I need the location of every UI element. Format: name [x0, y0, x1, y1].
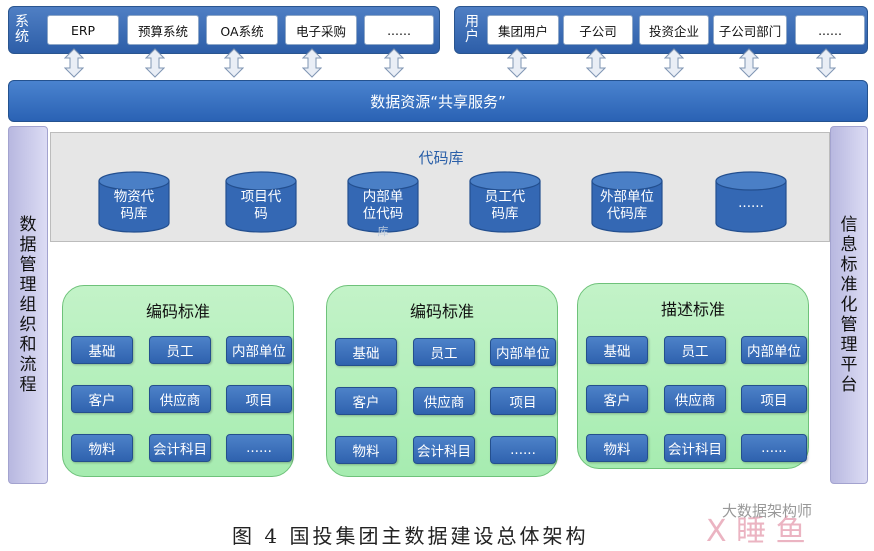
- double-arrow-icon: [585, 48, 607, 78]
- systems-panel-label: 系统: [15, 14, 29, 45]
- double-arrow-icon: [738, 48, 760, 78]
- code-library-label-line: 码库: [120, 206, 148, 222]
- standard-group-title: 编码标准: [409, 302, 474, 321]
- system-item-oa[interactable]: OA系统: [206, 15, 278, 45]
- double-arrow-icon: [63, 48, 85, 78]
- code-library-cylinder-label: 外部单位代码库: [595, 189, 659, 223]
- code-library-label-line: 代码库: [606, 206, 648, 222]
- double-arrow-icon: [301, 48, 323, 78]
- code-library-label-line: 项目代: [240, 189, 282, 205]
- standard-item-button[interactable]: 会计科目: [149, 434, 211, 462]
- standard-item-button[interactable]: 物料: [335, 436, 397, 464]
- code-library-label-line: 内部单: [362, 189, 404, 205]
- code-library-cylinder-label: 项目代码: [229, 189, 293, 223]
- standard-item-button[interactable]: 物料: [71, 434, 133, 462]
- standard-item-button[interactable]: 项目: [490, 387, 556, 415]
- figure-caption: 图 4 国投集团主数据建设总体架构: [232, 524, 589, 548]
- watermark-logo: X 睡 鱼: [706, 514, 806, 549]
- standard-group-title: 编码标准: [145, 302, 210, 321]
- standard-item-button[interactable]: 客户: [335, 387, 397, 415]
- systems-panel: 系统 ERP 预算系统 OA系统 电子采购 ......: [8, 6, 440, 54]
- standard-group-title: 描述标准: [660, 300, 725, 319]
- users-panel-label: 用户: [465, 14, 479, 45]
- user-item-subsidiary[interactable]: 子公司: [563, 15, 633, 45]
- standard-item-button[interactable]: 客户: [586, 385, 648, 413]
- double-arrow-icon: [815, 48, 837, 78]
- code-library-cylinder[interactable]: 项目代码: [225, 171, 297, 233]
- standard-group: 编码标准基础员工内部单位客户供应商项目物料会计科目......: [326, 285, 558, 477]
- double-arrow-icon: [223, 48, 245, 78]
- code-library-cylinder-label: 员工代码库: [473, 189, 537, 223]
- left-sidebar: 数据管理组织和流程: [8, 126, 48, 484]
- code-library-cylinder[interactable]: 员工代码库: [469, 171, 541, 233]
- code-library-panel: 代码库 物资代码库项目代码内部单位代码库员工代码库外部单位代码库......: [50, 132, 830, 242]
- code-library-cylinder[interactable]: ......: [715, 171, 787, 233]
- standard-item-button[interactable]: 会计科目: [413, 436, 475, 464]
- right-sidebar: 信息标准化管理平台: [830, 126, 868, 484]
- code-library-cylinder-label: 物资代码库: [102, 189, 166, 223]
- code-library-label-line: 外部单位: [600, 189, 654, 205]
- standard-item-button[interactable]: ......: [226, 434, 292, 462]
- system-item-budget[interactable]: 预算系统: [127, 15, 199, 45]
- user-item-subsidiary-dept[interactable]: 子公司部门: [713, 15, 787, 45]
- standard-item-button[interactable]: 供应商: [413, 387, 475, 415]
- watermark-text: 大数据架构师: [722, 502, 813, 520]
- standard-item-button[interactable]: 基础: [71, 336, 133, 364]
- user-item-investment[interactable]: 投资企业: [639, 15, 709, 45]
- shared-service-banner: 数据资源“共享服务”: [8, 80, 868, 122]
- standard-item-button[interactable]: ......: [741, 434, 807, 462]
- standard-item-button[interactable]: 员工: [149, 336, 211, 364]
- right-sidebar-text: 信息标准化管理平台: [840, 215, 858, 395]
- left-sidebar-text: 数据管理组织和流程: [19, 215, 37, 395]
- standard-item-button[interactable]: 供应商: [149, 385, 211, 413]
- standard-item-button[interactable]: 供应商: [664, 385, 726, 413]
- standard-item-button[interactable]: 内部单位: [490, 338, 556, 366]
- code-library-label-line: 位代码: [362, 206, 404, 222]
- standard-item-button[interactable]: 基础: [586, 336, 648, 364]
- system-item-erp[interactable]: ERP: [47, 15, 119, 45]
- code-library-label-line: 员工代: [484, 189, 526, 205]
- double-arrow-icon: [663, 48, 685, 78]
- standard-group: 编码标准基础员工内部单位客户供应商项目物料会计科目......: [62, 285, 294, 477]
- standard-group: 描述标准基础员工内部单位客户供应商项目物料会计科目......: [577, 283, 809, 469]
- code-library-label-line: ......: [738, 195, 764, 211]
- double-arrow-icon: [506, 48, 528, 78]
- code-library-cylinder[interactable]: 外部单位代码库: [591, 171, 663, 233]
- double-arrow-icon: [144, 48, 166, 78]
- double-arrow-icon: [383, 48, 405, 78]
- code-library-title: 代码库: [418, 149, 464, 167]
- code-library-label-line: 码库: [491, 206, 519, 222]
- code-library-cylinder-label: ......: [719, 195, 783, 212]
- code-library-label-line: 码: [254, 206, 268, 222]
- user-item-group[interactable]: 集团用户: [487, 15, 559, 45]
- standard-item-button[interactable]: 内部单位: [741, 336, 807, 364]
- standard-item-button[interactable]: 员工: [413, 338, 475, 366]
- users-panel: 用户 集团用户 子公司 投资企业 子公司部门 ......: [454, 6, 868, 54]
- standard-item-button[interactable]: 会计科目: [664, 434, 726, 462]
- standard-item-button[interactable]: 基础: [335, 338, 397, 366]
- standard-item-button[interactable]: 员工: [664, 336, 726, 364]
- banner-text: 数据资源“共享服务”: [370, 92, 506, 111]
- code-library-label-line: 物资代: [113, 189, 155, 205]
- code-library-cylinder-label: 内部单位代码库: [351, 189, 415, 240]
- code-library-cylinder[interactable]: 内部单位代码库: [347, 171, 419, 238]
- standard-item-button[interactable]: ......: [490, 436, 556, 464]
- standard-item-button[interactable]: 项目: [741, 385, 807, 413]
- code-library-cylinder[interactable]: 物资代码库: [98, 171, 170, 233]
- standard-item-button[interactable]: 客户: [71, 385, 133, 413]
- user-item-more[interactable]: ......: [795, 15, 865, 45]
- standard-item-button[interactable]: 物料: [586, 434, 648, 462]
- standard-item-button[interactable]: 内部单位: [226, 336, 292, 364]
- system-item-eprocurement[interactable]: 电子采购: [285, 15, 357, 45]
- system-item-more[interactable]: ......: [364, 15, 434, 45]
- code-library-label-line: 库: [377, 225, 389, 238]
- standard-item-button[interactable]: 项目: [226, 385, 292, 413]
